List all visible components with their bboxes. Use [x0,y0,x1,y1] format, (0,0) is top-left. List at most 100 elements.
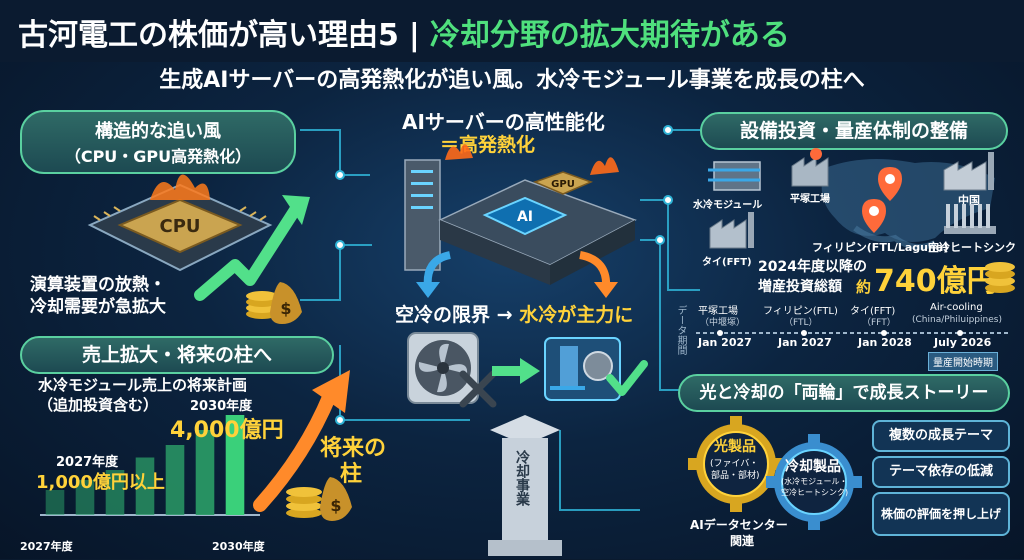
total-investment-value: 740億円 [874,264,997,299]
story-point: 株価の評価を押し上げ [872,492,1010,536]
total-investment-prefix: 約 [856,278,872,296]
site-water-module: 水冷モジュール [693,200,763,211]
timeline-item-name: Air-cooling [930,302,983,313]
chart-bar [45,490,65,515]
timeline-item-sub: （FTL） [784,318,818,328]
story-point: テーマ依存の低減 [872,456,1010,488]
title-bar [0,0,1024,62]
timeline-item-date: Jan 2028 [858,336,912,349]
page-subtitle: 生成AIサーバーの高発熱化が追い風。水冷モジュール事業を成長の柱へ [159,68,865,93]
air-cooling-arrow-icon [416,251,452,298]
gear-cooling-line2: (水冷モジュール・ [781,477,848,486]
page-title: 古河電工の株価が高い理由5 | 冷却分野の拡大期待がある [18,10,790,54]
gear-optical-icon [688,416,784,512]
site-thai: タイ(FFT) [702,257,752,268]
gear-caption-line2: 関連 [730,534,755,548]
cpu-chip-icon: CPU [87,174,273,272]
chart-bar [225,415,245,515]
structural-caption-line2: 冷却需要が急拡大 [30,297,166,317]
svg-text:$: $ [330,496,341,515]
structural-caption-line1: 演算装置の放熱・ [30,275,166,295]
air-cooling-limit: 空冷の限界 [395,304,491,326]
gear-cooling-icon [766,434,862,530]
timeline-item-sub: （FFT） [862,318,896,328]
axis-end-label: 2030年度 [212,540,265,553]
chart-bar [75,480,95,515]
story-point: 複数の成長テーマ [872,420,1010,452]
structural-heading: 構造的な追い風 （CPU・GPU高発熱化） [20,110,296,174]
money-stack-icon: $ [286,477,352,521]
ai-server-icon: AI GPU [404,144,637,285]
timeline-item-date: Jan 2027 [698,336,752,349]
cooling-transition: 空冷の限界 → 水冷が主力に [395,300,633,327]
site-china: 中国 [958,194,980,207]
gear-cooling-line1: 冷却製品 [785,459,841,475]
start-badge: 量産開始時期 [928,352,998,371]
site-hiratsuka: 平塚工場 [790,194,830,205]
timeline-item-sub: （中堰塚） [700,318,746,328]
chart-bar [135,457,155,515]
gear-caption-line1: AIデータセンター [690,518,788,532]
transition-arrow: → [496,304,513,326]
money-bag-icon: $ [246,282,302,324]
y2027-label: 2027年度 [56,455,119,470]
water-cooling-main: 水冷が主力に [519,304,634,326]
green-arrow-icon [492,358,540,384]
timeline-item-date: July 2026 [934,336,992,349]
title-separator: | [408,18,420,53]
location-pin-icon [862,167,902,233]
investment-heading: 設備投資・量産体制の整備 [700,112,1008,150]
story-heading: 光と冷却の「両輪」で成長ストーリー [678,374,1010,412]
water-module-check-icon [544,337,648,401]
timeline-item-name: 平塚工場 [698,306,738,317]
chart-bar [165,445,185,515]
timeline-item-date: Jan 2027 [778,336,832,349]
thai-factory-icon [709,212,754,249]
heatsink-icon [944,204,996,234]
gear-cooling-line3: 空冷ヒートシンク) [781,488,849,497]
fan-cross-icon [407,332,497,408]
timeline-side-label: データ期間 [675,305,686,355]
y2030-value: 4,000億円 [170,418,284,443]
y2027-value: 1,000億円以上 [36,472,165,493]
site-heatsink: 空冷ヒートシンク [928,241,1016,254]
timeline-item-name: フィリピン(FTL) [763,306,838,317]
sales-plan-line2: （追加投資含む） [38,396,159,414]
structural-heading-line2: （CPU・GPU高発熱化） [64,147,252,166]
sales-plan-line1: 水冷モジュール売上の将来計画 [38,376,247,394]
timeline-item-sub: (China/Philuippines) [912,315,1002,325]
coin-stack-icon [985,262,1015,293]
svg-text:$: $ [280,299,291,318]
total-investment-line2: 増産投資総額 [758,279,842,295]
growth-arrow-icon [194,195,310,301]
gear-optical-line3: 部品・部材) [711,471,760,481]
pillar-icon [488,415,562,556]
server-heading-line1: AIサーバーの高性能化 [402,110,605,134]
pillar-text: 冷却事業 [514,450,530,506]
future-pillar-line2: 柱 [340,462,363,487]
china-factory-icon [943,152,994,191]
title-accent: 冷却分野の拡大期待がある [429,18,790,53]
timeline-line [696,330,1008,336]
structural-heading-line1: 構造的な追い風 [95,121,221,142]
gear-optical-line1: 光製品 [714,439,756,455]
title-main: 古河電工の株価が高い理由5 [18,18,399,53]
sales-bar-chart [40,415,260,516]
chart-bar [195,430,215,515]
hiratsuka-factory-icon [791,148,829,187]
axis-start-label: 2027年度 [20,540,73,553]
site-philippines: フィリピン(FTL/Laguna) [812,241,949,254]
gpu-chip-label: GPU [551,179,575,190]
ai-chip-label: AI [517,209,533,225]
total-investment-line1: 2024年度以降の [758,259,867,275]
future-pillar-line1: 将来の [320,436,387,461]
sales-heading: 売上拡大・将来の柱へ [20,336,334,374]
y2030-label: 2030年度 [190,399,253,414]
water-module-site-icon [708,161,761,191]
sales-growth-arrow-icon [253,370,350,512]
chart-bar [105,470,125,515]
gear-optical-line2: (ファイバ・ [710,459,759,469]
water-cooling-arrow-icon [579,251,618,298]
timeline-item-name: タイ(FFT) [850,306,896,317]
